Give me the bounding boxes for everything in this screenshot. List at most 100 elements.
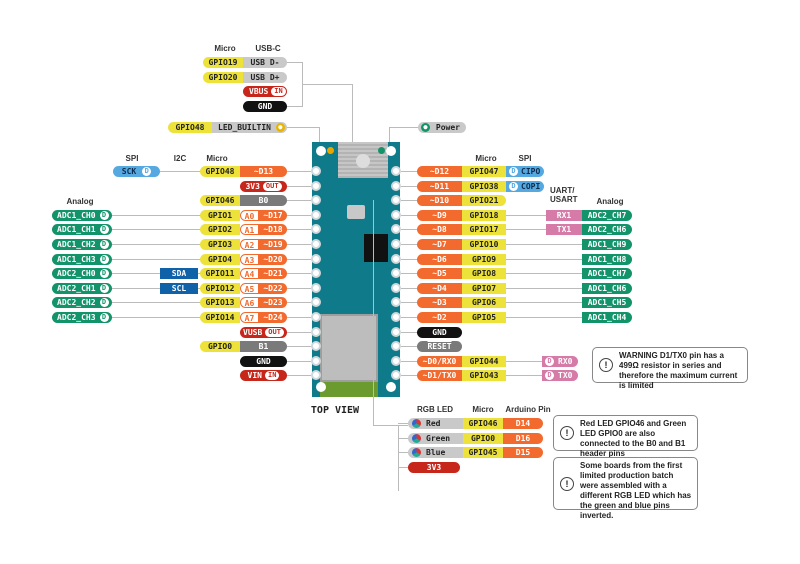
digital-icon: D [99, 313, 109, 322]
digital-pin-label: ~D23 [259, 297, 287, 309]
analog-text: ADC1_CH1 [57, 225, 96, 235]
gpio-label: GPIO14 [200, 312, 240, 323]
digital-icon: D [545, 356, 554, 366]
analog-pin-label: A5 [240, 282, 259, 294]
header-pad [311, 180, 321, 191]
connector-line [287, 346, 311, 348]
digital-pin-label: ~D4 [417, 282, 462, 294]
gpio-label: GPIO6 [462, 297, 506, 309]
header-pad [311, 239, 321, 249]
header-pad [391, 341, 401, 352]
digital-pin-label: ~D11 [417, 180, 462, 192]
header-pad [391, 253, 401, 264]
header-pad [391, 195, 401, 206]
uart-text: TX0 [558, 371, 573, 381]
power-led-label: ●Power [418, 122, 466, 133]
header-pad [391, 224, 401, 235]
header-pad [311, 224, 321, 235]
analog-text: ADC1_CH3 [57, 254, 96, 264]
note-led-inverted: ! Some boards from the first limited prod… [553, 457, 698, 520]
header-pad [311, 253, 321, 264]
spi-text: SCK [121, 167, 137, 176]
header-pad [391, 268, 401, 279]
header-right-analog: Analog [596, 197, 624, 206]
analog-pin-label: A0 [240, 209, 259, 221]
analog-label: ADC1_CH7 [582, 268, 632, 280]
uart-label: TX1 [546, 224, 582, 236]
connector-line [401, 185, 417, 187]
header-pad [391, 370, 401, 381]
analog-text: ADC1_CH2 [57, 240, 96, 249]
info-icon: ! [560, 426, 574, 440]
digital-icon: D [99, 240, 109, 249]
connector-line [401, 360, 417, 362]
usb-label-1: USB D+ [243, 72, 287, 83]
header-usb-c: USB-C [255, 44, 281, 53]
header-pad [311, 209, 321, 220]
connector-line [112, 287, 200, 289]
digital-pin-label: ~D18 [259, 224, 287, 236]
connector-line [401, 244, 417, 245]
reset-button [347, 205, 365, 219]
power-pin-label: VIN [247, 371, 262, 381]
connector-line [112, 214, 200, 216]
digital-pin-label: ~D2 [417, 312, 462, 323]
header-left-micro: Micro [206, 154, 228, 163]
header-pad [391, 297, 401, 308]
info-icon: ! [560, 476, 574, 491]
led-color-blue: Blue [408, 447, 463, 459]
esp32-module [320, 314, 378, 382]
note-text: Some boards from the first limited produ… [580, 461, 692, 520]
power-pin-label: GND [256, 356, 271, 366]
gpio-label: GPIO38 [462, 180, 506, 192]
header-pin-b1: B1 [240, 341, 287, 353]
i2c-label: SCL [160, 282, 198, 294]
gpio-label: GPIO0 [200, 341, 240, 353]
header-pad [311, 268, 321, 279]
mount-hole [316, 146, 326, 156]
digital-icon: D [99, 269, 109, 279]
digital-icon: D [142, 167, 152, 176]
header-usb-micro: Micro [214, 44, 236, 53]
header-pad [311, 370, 321, 381]
rgb-led-icon [412, 419, 421, 428]
connector-line [287, 360, 311, 362]
digital-pin-label: ~D1/TX0 [417, 370, 462, 382]
header-pad [311, 355, 321, 366]
header-pad [391, 282, 401, 293]
gpio-label: GPIO18 [462, 209, 506, 221]
header-pad [311, 326, 321, 337]
connector-line [287, 317, 311, 318]
connector-line [398, 437, 408, 439]
connector-line [287, 287, 311, 289]
analog-pin-label: A6 [240, 297, 259, 309]
connector-line [287, 302, 311, 304]
connector-line [287, 244, 311, 245]
digital-icon: D [99, 298, 109, 308]
analog-label: ADC1_CH4 [582, 312, 632, 323]
mount-hole [386, 146, 396, 156]
analog-text: ADC2_CH3 [57, 313, 96, 322]
note-text: WARNING D1/TX0 pin has a 499Ω resistor i… [619, 351, 738, 390]
connector-line [398, 452, 408, 454]
connector-line [112, 229, 200, 231]
usb-micro-0: GPIO19 [203, 57, 243, 68]
digital-pin-label: ~D20 [259, 253, 287, 265]
digital-pin-label: ~D24 [259, 312, 287, 323]
mount-hole [316, 382, 326, 392]
gpio-label: GPIO13 [200, 297, 240, 309]
connector-line [401, 258, 417, 260]
header-pad [391, 209, 401, 220]
top-view-label: TOP VIEW [310, 405, 360, 416]
gpio-label: GPIO45 [463, 447, 503, 459]
header-pad [311, 297, 321, 308]
power-pin-gnd: GND [240, 355, 287, 367]
connector-line [401, 346, 417, 348]
connector-line [287, 273, 311, 275]
